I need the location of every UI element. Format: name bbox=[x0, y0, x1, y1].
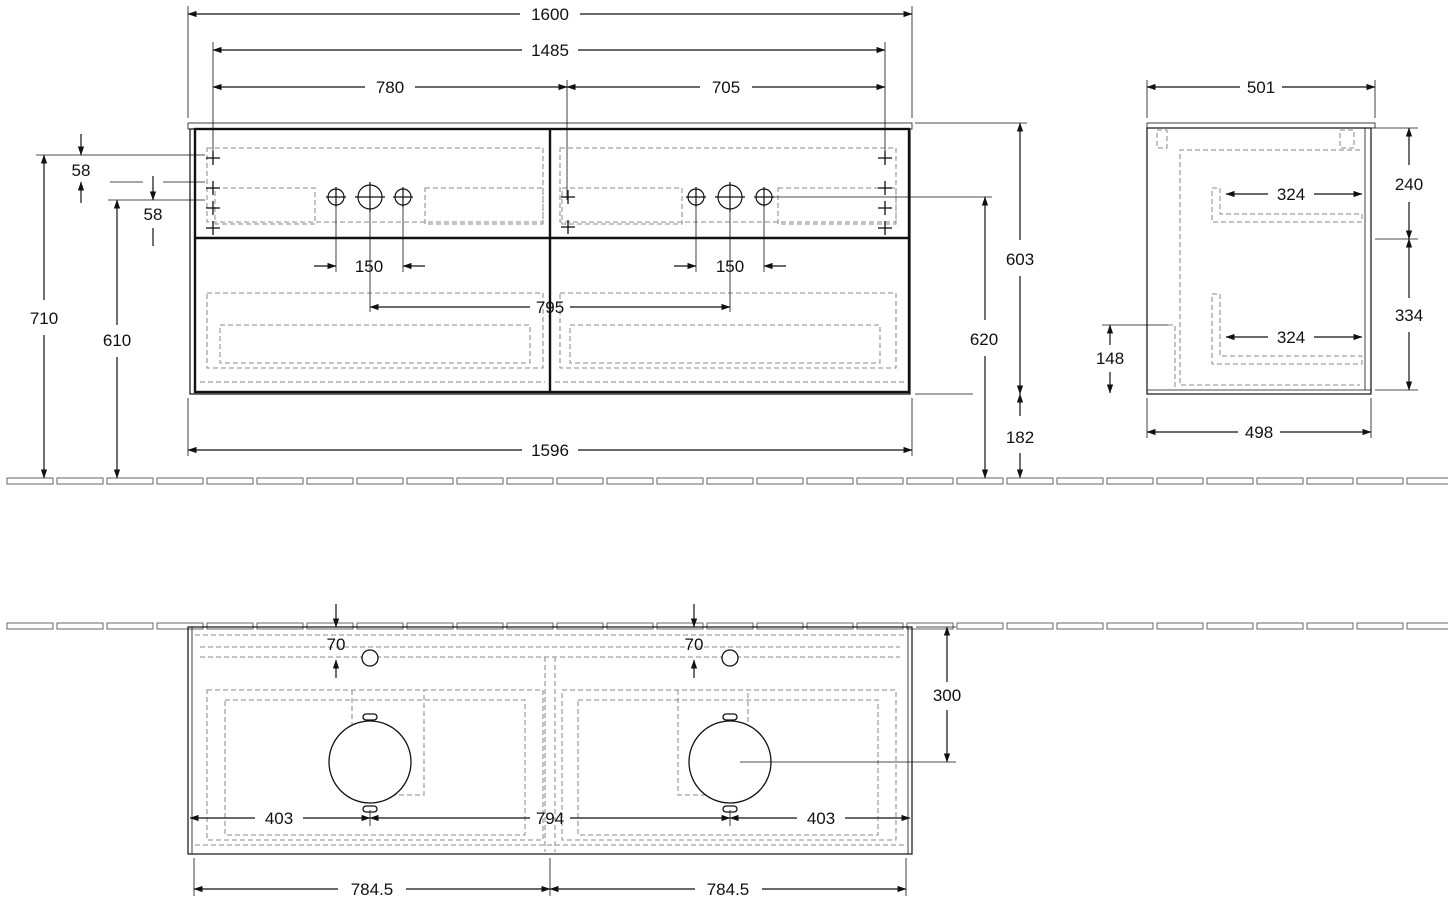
dim-centre-distance: 794 bbox=[536, 809, 564, 828]
dim-lower-drawer: 334 bbox=[1395, 306, 1423, 325]
dim-left-offset: 403 bbox=[265, 809, 293, 828]
floor-lines bbox=[6, 477, 1448, 630]
dim-basin-centres: 795 bbox=[536, 298, 564, 317]
dim-tap-offset-right: 70 bbox=[685, 635, 704, 654]
dim-inner-lower: 324 bbox=[1277, 328, 1305, 347]
dim-top-depth: 501 bbox=[1247, 78, 1275, 97]
dim-counter-height: 610 bbox=[103, 331, 131, 350]
dim-bottom-depth: 498 bbox=[1245, 423, 1273, 442]
dim-half-right: 784.5 bbox=[707, 880, 750, 899]
dim-inner-upper: 324 bbox=[1277, 185, 1305, 204]
dim-upper-drawer: 240 bbox=[1395, 175, 1423, 194]
dim-right-section: 705 bbox=[712, 78, 740, 97]
front-view: 1600 1485 780 705 58 58 710 610 150 150 … bbox=[30, 5, 1034, 479]
dim-tap-spacing-right: 150 bbox=[716, 257, 744, 276]
dim-overall-width: 1600 bbox=[531, 5, 569, 24]
dim-tap-offset-left: 70 bbox=[327, 635, 346, 654]
dim-top-span: 1485 bbox=[531, 41, 569, 60]
dim-right-offset: 403 bbox=[807, 809, 835, 828]
dim-offset-second: 58 bbox=[144, 205, 163, 224]
plan-view: 70 70 300 403 794 403 784.5 784.5 bbox=[187, 604, 961, 899]
dim-bottom-clearance: 182 bbox=[1006, 428, 1034, 447]
dim-offset-top: 58 bbox=[72, 161, 91, 180]
dim-total-height: 710 bbox=[30, 309, 58, 328]
dim-basin-depth: 300 bbox=[933, 686, 961, 705]
dim-tap-spacing-left: 150 bbox=[355, 257, 383, 276]
dim-siphon-height: 148 bbox=[1096, 349, 1124, 368]
side-view: 501 240 334 324 324 148 498 bbox=[1096, 78, 1423, 442]
dim-body-width: 1596 bbox=[531, 441, 569, 460]
dim-left-section: 780 bbox=[376, 78, 404, 97]
dim-body-height: 603 bbox=[1006, 250, 1034, 269]
tap-connections bbox=[326, 182, 774, 212]
dim-half-left: 784.5 bbox=[351, 880, 394, 899]
dim-drain-height: 620 bbox=[970, 330, 998, 349]
